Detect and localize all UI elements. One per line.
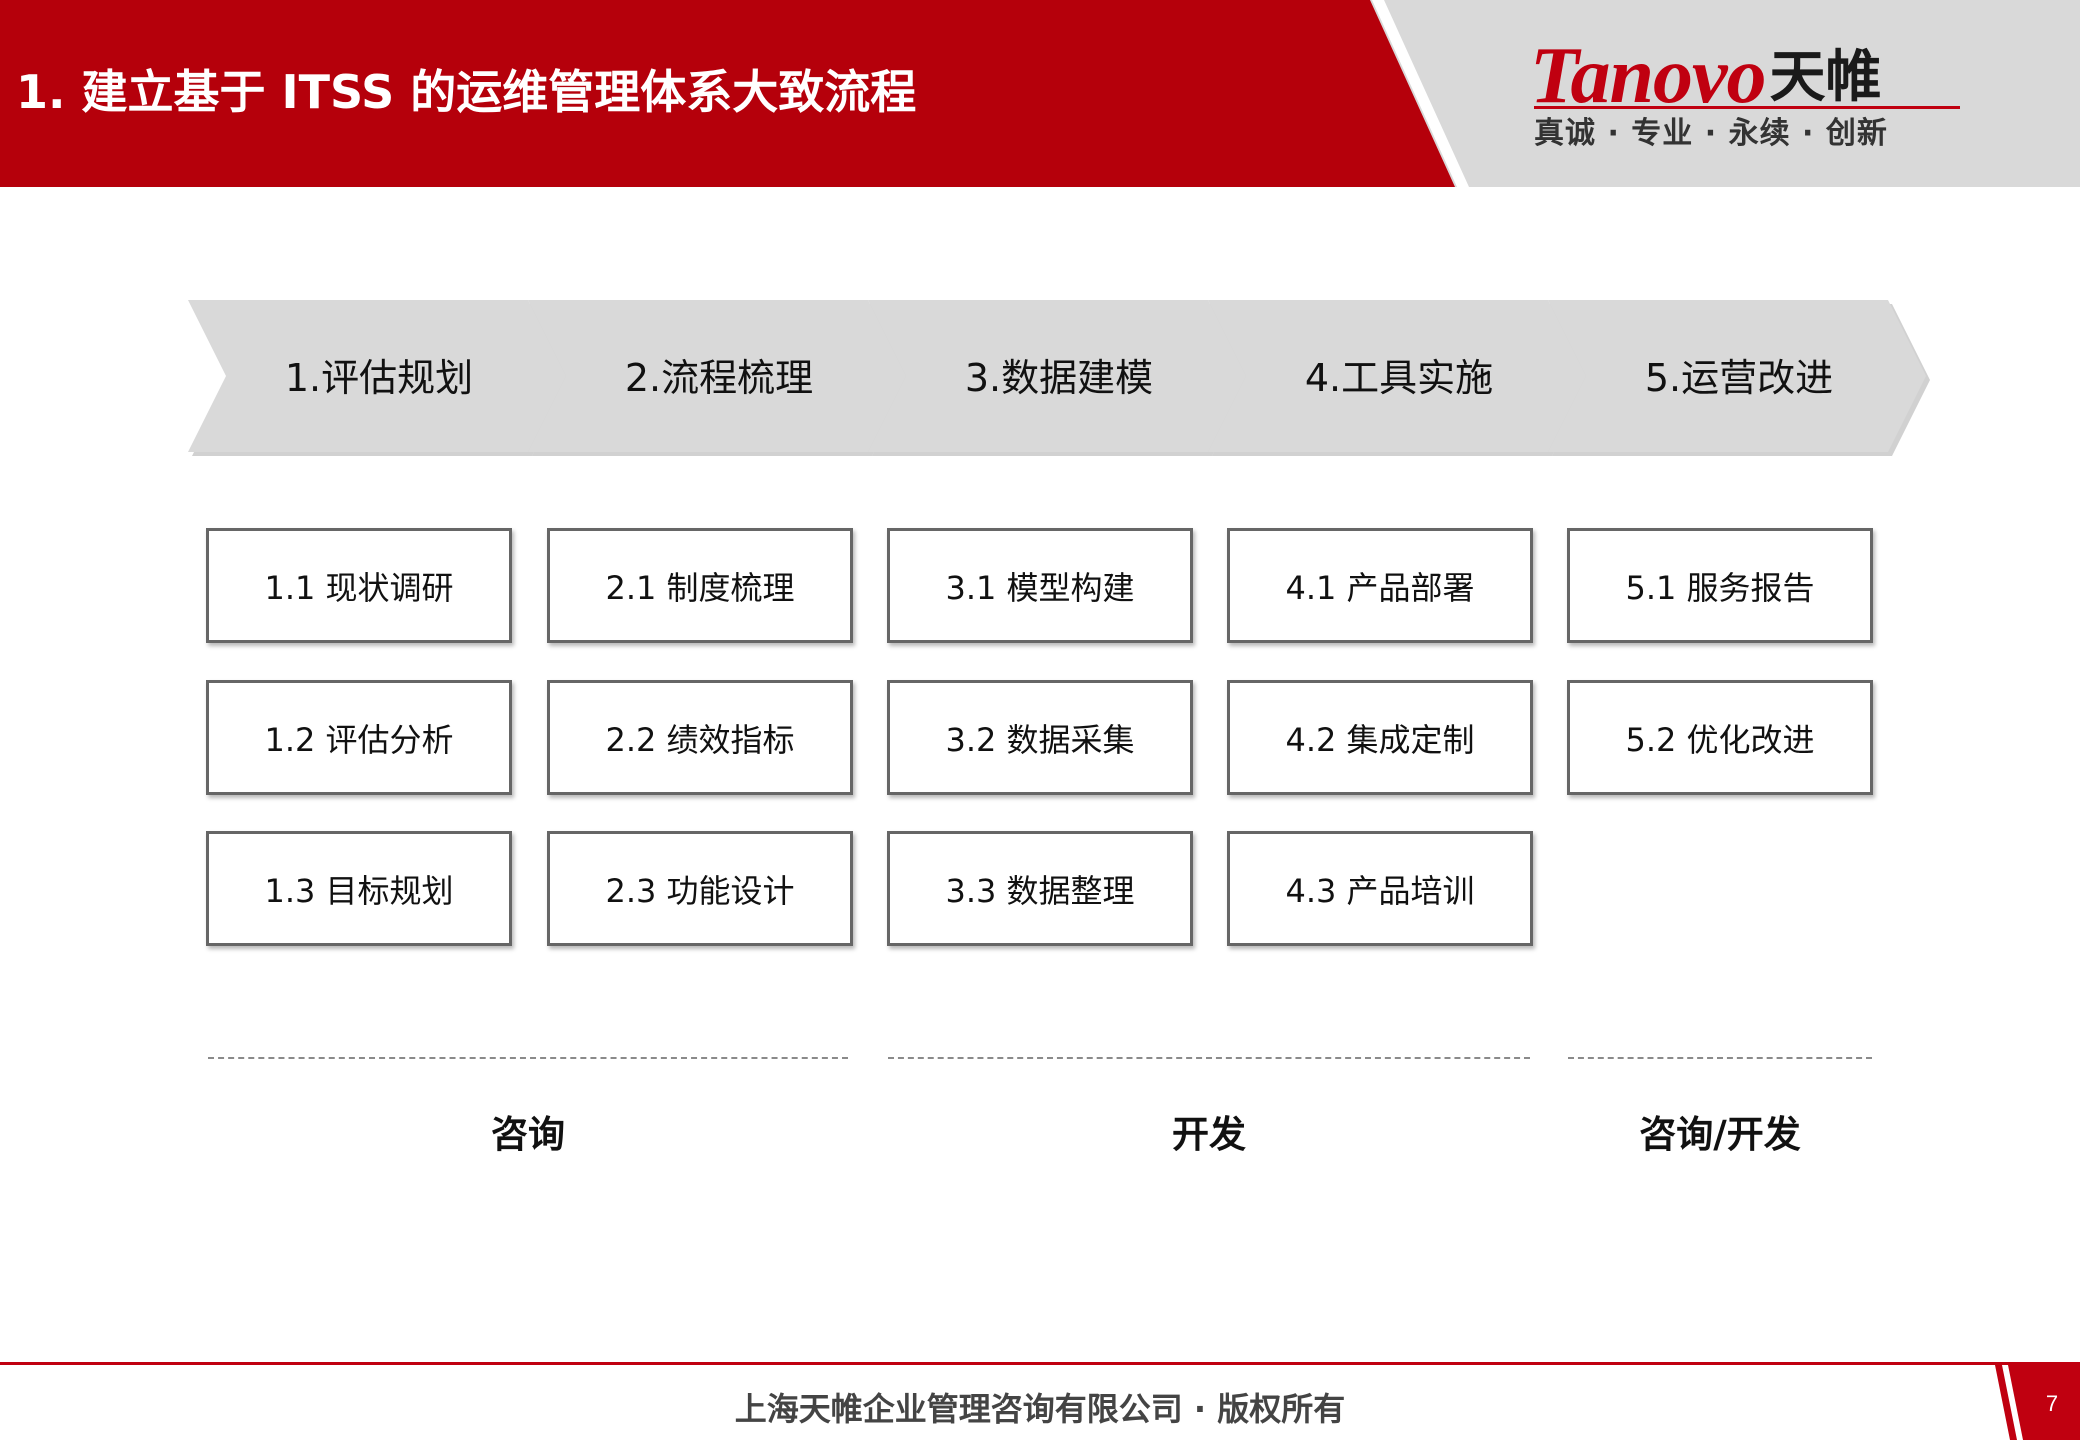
task-label: 5.2 优化改进 <box>1625 720 1815 759</box>
logo-brand-latin: Tanovo <box>1530 32 1767 120</box>
task-box-3-1: 3.1 模型构建 <box>887 528 1193 643</box>
task-label: 3.2 数据采集 <box>945 720 1135 759</box>
logo-slogan: 真诚 · 专业 · 永续 · 创新 <box>1534 116 1888 151</box>
footer-rule <box>0 1362 2080 1365</box>
task-label: 1.3 目标规划 <box>264 871 454 910</box>
task-label: 3.3 数据整理 <box>945 871 1135 910</box>
task-box-2-2: 2.2 绩效指标 <box>547 680 853 795</box>
divider-consulting <box>208 1057 848 1059</box>
divider-development <box>888 1057 1530 1059</box>
chevron-shape <box>868 300 1250 456</box>
task-box-2-1: 2.1 制度梳理 <box>547 528 853 643</box>
task-box-4-3: 4.3 产品培训 <box>1227 831 1533 946</box>
task-box-1-3: 1.3 目标规划 <box>206 831 512 946</box>
task-box-2-3: 2.3 功能设计 <box>547 831 853 946</box>
task-label: 1.1 现状调研 <box>264 568 454 607</box>
category-label-consulting-development: 咨询/开发 <box>1639 1113 1801 1156</box>
task-box-1-2: 1.2 评估分析 <box>206 680 512 795</box>
task-box-3-3: 3.3 数据整理 <box>887 831 1193 946</box>
company-logo: Tanovo天帷 真诚 · 专业 · 永续 · 创新 <box>1530 36 1970 156</box>
task-box-3-2: 3.2 数据采集 <box>887 680 1193 795</box>
task-label: 4.1 产品部署 <box>1285 568 1475 607</box>
task-label: 2.1 制度梳理 <box>605 568 795 607</box>
logo-divider <box>1534 106 1960 109</box>
divider-consulting-development <box>1568 1057 1872 1059</box>
chevron-shape <box>1548 300 1930 456</box>
process-step-1: 1.评估规划 <box>188 300 570 456</box>
page-number: 7 <box>2045 1391 2059 1416</box>
task-box-4-1: 4.1 产品部署 <box>1227 528 1533 643</box>
chevron-shape <box>188 300 570 456</box>
process-step-label: 1.评估规划 <box>284 356 474 400</box>
task-label: 4.3 产品培训 <box>1285 871 1475 910</box>
task-label: 2.2 绩效指标 <box>605 720 795 759</box>
task-box-1-1: 1.1 现状调研 <box>206 528 512 643</box>
task-label: 2.3 功能设计 <box>605 871 795 910</box>
process-step-label: 5.运营改进 <box>1644 356 1834 400</box>
page-number-badge <box>1995 1365 2080 1440</box>
task-label: 5.1 服务报告 <box>1625 568 1815 607</box>
process-step-label: 3.数据建模 <box>964 356 1154 400</box>
process-step-5: 5.运营改进 <box>1548 300 1930 456</box>
task-label: 4.2 集成定制 <box>1285 720 1475 759</box>
footer-copyright: 上海天帷企业管理咨询有限公司 · 版权所有 <box>734 1390 1346 1428</box>
task-box-4-2: 4.2 集成定制 <box>1227 680 1533 795</box>
task-box-5-2: 5.2 优化改进 <box>1567 680 1873 795</box>
task-label: 3.1 模型构建 <box>945 568 1135 607</box>
process-step-2: 2.流程梳理 <box>528 300 910 456</box>
task-box-5-1: 5.1 服务报告 <box>1567 528 1873 643</box>
process-step-label: 4.工具实施 <box>1304 356 1494 400</box>
task-label: 1.2 评估分析 <box>264 720 454 759</box>
chevron-shape <box>1208 300 1590 456</box>
logo-brand-cjk: 天帷 <box>1769 45 1882 110</box>
process-step-4: 4.工具实施 <box>1208 300 1590 456</box>
category-label-consulting: 咨询 <box>491 1113 565 1156</box>
process-step-label: 2.流程梳理 <box>624 356 814 400</box>
chevron-shape <box>528 300 910 456</box>
category-label-development: 开发 <box>1172 1113 1246 1156</box>
page-title: 1. 建立基于 ITSS 的运维管理体系大致流程 <box>16 65 917 119</box>
header-red-banner <box>0 0 1469 187</box>
process-step-3: 3.数据建模 <box>868 300 1250 456</box>
